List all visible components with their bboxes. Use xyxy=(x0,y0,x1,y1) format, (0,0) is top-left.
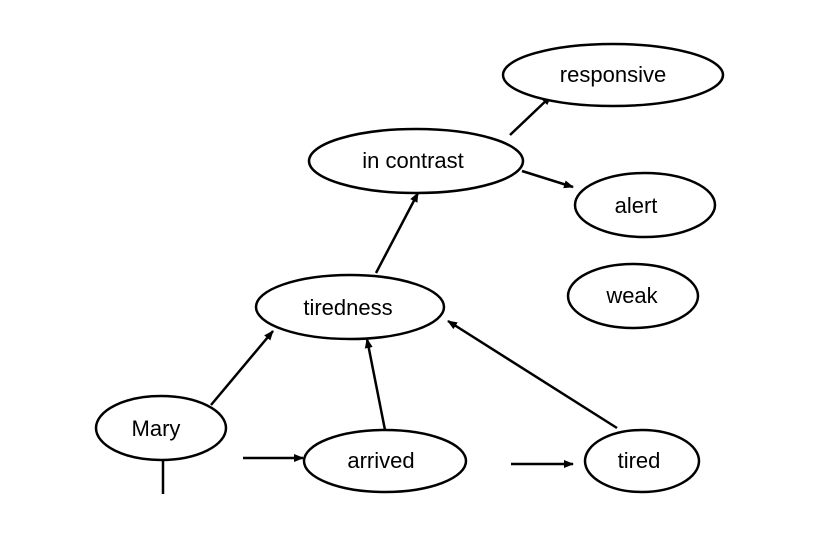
node-tired: tired xyxy=(583,428,701,494)
node-in-contrast: in contrast xyxy=(307,127,525,195)
node-tired-label: tired xyxy=(618,448,661,473)
node-mary-label: Mary xyxy=(132,416,181,441)
node-responsive-ellipse xyxy=(501,42,725,108)
edge-in-contrast-to-responsive xyxy=(509,95,552,136)
node-arrived: arrived xyxy=(302,428,468,494)
edge-mary-to-tiredness xyxy=(210,330,274,406)
node-arrived-ellipse xyxy=(302,428,468,494)
node-in-contrast-label: in contrast xyxy=(362,148,464,173)
node-alert: alert xyxy=(573,171,717,239)
node-in-contrast-ellipse xyxy=(307,127,525,195)
node-weak-label: weak xyxy=(605,283,658,308)
node-tired-ellipse xyxy=(583,428,701,494)
node-weak: weak xyxy=(566,262,700,330)
node-arrived-label: arrived xyxy=(347,448,414,473)
node-weak-ellipse xyxy=(566,262,700,330)
node-tiredness-label: tiredness xyxy=(303,295,392,320)
node-tiredness-ellipse xyxy=(254,273,446,341)
node-responsive-label: responsive xyxy=(560,62,666,87)
edge-in-contrast-to-alert xyxy=(521,169,574,189)
node-mary-ellipse xyxy=(94,394,228,462)
node-alert-label: alert xyxy=(615,193,658,218)
node-alert-ellipse xyxy=(573,171,717,239)
edge-tiredness-to-in-contrast xyxy=(374,192,420,274)
edge-tired-to-tiredness xyxy=(447,319,618,430)
node-mary: Mary xyxy=(94,394,228,462)
node-tiredness: tiredness xyxy=(254,273,446,341)
edge-arrived-to-tiredness xyxy=(364,338,387,431)
node-responsive: responsive xyxy=(501,42,725,108)
